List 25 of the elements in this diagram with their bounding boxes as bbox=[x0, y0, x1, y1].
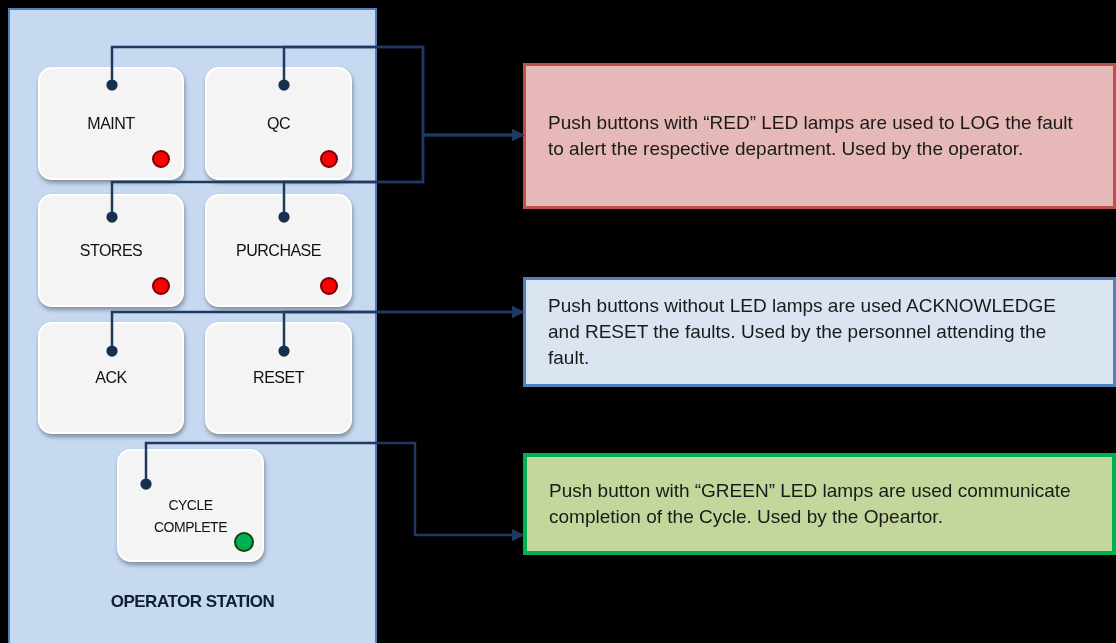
push-button bbox=[205, 194, 352, 307]
button-label: QC bbox=[267, 113, 290, 134]
push-button bbox=[38, 67, 184, 180]
push-button bbox=[38, 194, 184, 307]
description-text: Push button with “GREEN” LED lamps are used communicate completion of the Cycle. Used by the Opeartor. bbox=[549, 479, 1072, 529]
connector-arrow bbox=[278, 128, 525, 223]
button-label: PURCHASE bbox=[236, 240, 321, 261]
panel-title: OPERATOR STATION bbox=[109, 590, 276, 613]
push-button bbox=[205, 67, 352, 180]
description-text: Push buttons without LED lamps are used ACKNOWLEDGE and RESET the faults. Used by the personnel attending the fault. bbox=[548, 294, 1057, 370]
connector-arrow bbox=[278, 305, 525, 357]
push-button bbox=[205, 322, 352, 434]
push-button bbox=[117, 449, 264, 562]
connector-arrow bbox=[140, 441, 525, 542]
push-button bbox=[38, 322, 184, 434]
description-text: Push buttons with “RED” LED lamps are used to LOG the fault to alert the respective department. Used by the operator. bbox=[548, 111, 1074, 161]
button-label: MAINT bbox=[87, 113, 135, 134]
operator-station-panel bbox=[8, 8, 377, 643]
description-box bbox=[523, 63, 1116, 209]
button-label: STORES bbox=[79, 240, 143, 261]
button-label: RESET bbox=[253, 368, 304, 388]
description-box bbox=[523, 277, 1116, 387]
button-label: CYCLE COMPLETE bbox=[153, 495, 228, 537]
button-label: ACK bbox=[95, 368, 127, 388]
description-box bbox=[523, 453, 1116, 555]
